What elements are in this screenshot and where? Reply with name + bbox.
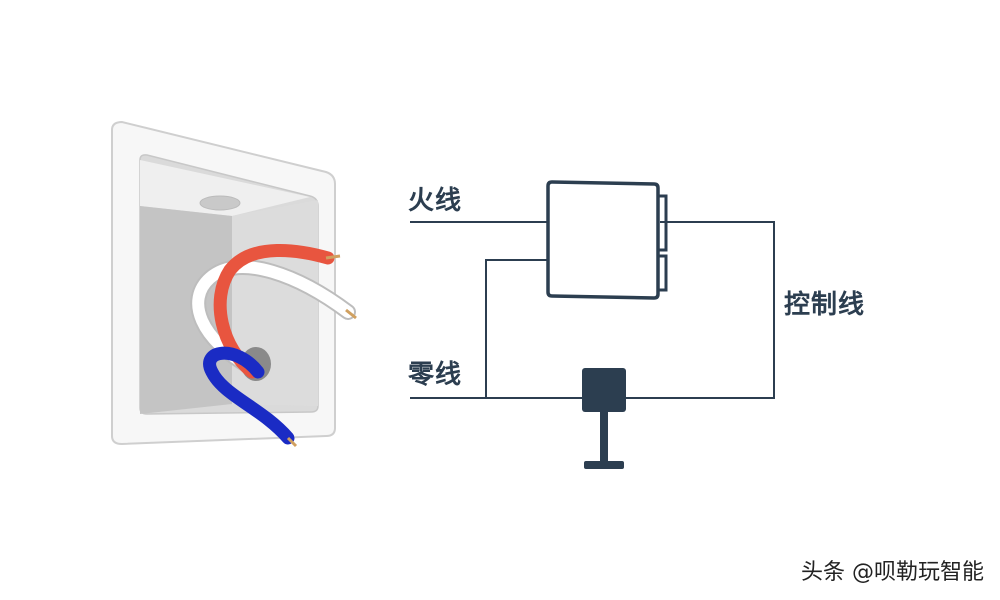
control-wire-label: 控制线	[784, 290, 866, 320]
neutral-wire-label: 零线	[408, 360, 463, 390]
neutral-to-switch-line	[485, 259, 548, 398]
watermark-text: 头条 @呗勒玩智能	[801, 560, 984, 585]
box-top-face	[140, 160, 310, 216]
switch-module	[546, 180, 668, 300]
screw-hole	[199, 195, 241, 211]
control-wire-line	[626, 221, 775, 399]
live-wire-label: 火线	[408, 186, 463, 216]
red-wire	[213, 243, 341, 379]
blue-wire	[203, 346, 298, 448]
load-symbol	[582, 368, 626, 469]
circuit-schematic	[410, 221, 775, 399]
white-wire	[190, 259, 357, 376]
junction-box-illustration	[111, 120, 357, 448]
